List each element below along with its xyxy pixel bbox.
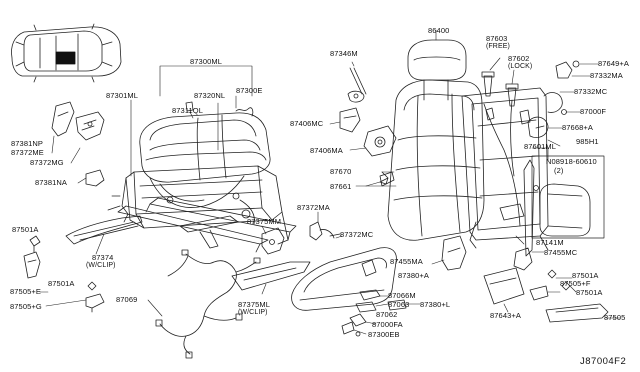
side-cover-drawing <box>65 215 143 255</box>
rod-87346m-drawing <box>347 61 367 103</box>
seat-cushion-drawing <box>107 101 297 253</box>
small-parts-87661-drawing <box>365 171 395 187</box>
cushion-leader-lines <box>130 65 253 177</box>
label-87300e: 87300E <box>236 86 263 95</box>
label-87372mg: 87372MG <box>30 158 64 167</box>
label-87501a-left-mid: 87501A <box>48 279 75 288</box>
label-87372mc: 87372MC <box>340 230 374 239</box>
label-87505g: 87505+G <box>10 302 42 311</box>
headrest-drawing <box>407 29 467 101</box>
label-87300eb: 87300EB <box>368 330 400 339</box>
label-87375ml-note: (W/CLIP) <box>238 309 268 316</box>
label-87501a-right-top: 87501A <box>572 271 599 280</box>
label-87602-note: (LOCK) <box>508 63 533 70</box>
seatback-cushion-drawing <box>355 79 485 241</box>
wire-harness-drawing <box>147 249 261 359</box>
label-87301ml: 87301ML <box>106 91 138 100</box>
label-87601ml: 87601ML <box>524 142 556 151</box>
label-87380a: 87380+A <box>398 271 429 280</box>
label-87320nl: 87320NL <box>194 91 226 100</box>
left-fasteners-drawing <box>23 235 105 313</box>
label-87372ma: 87372MA <box>297 203 330 212</box>
label-87505e: 87505+E <box>10 287 41 296</box>
label-87670: 87670 <box>330 167 352 176</box>
label-87643a: 87643+A <box>490 311 521 320</box>
label-87505: 87505 <box>604 313 626 322</box>
label-87346m: 87346M <box>330 49 358 58</box>
cover-87375ml-drawing <box>231 261 311 295</box>
label-87066m: 87066M <box>388 291 416 300</box>
label-87649a: 87649+A <box>598 59 629 68</box>
label-87000fa: 87000FA <box>372 320 403 329</box>
label-87332mc: 87332MC <box>574 87 608 96</box>
switch-knobs-drawing <box>341 289 421 337</box>
car-locator-icon <box>11 23 122 83</box>
label-87505f: 87505+F <box>560 279 591 288</box>
label-87062: 87062 <box>376 310 398 319</box>
label-87374-note: (W/CLIP) <box>86 262 116 269</box>
label-87381np: 87381NP <box>11 139 43 148</box>
clip-87372-drawing <box>309 211 343 241</box>
bracket-87375mm-drawing <box>261 225 285 255</box>
label-87374: 87374 <box>92 253 114 262</box>
seatback-side-parts-drawing <box>527 60 599 138</box>
label-08918-60610: N08918-60610 <box>546 157 597 166</box>
label-87332ma: 87332MA <box>590 71 623 80</box>
label-87501a-left-top: 87501A <box>12 225 39 234</box>
label-87372me: 87372ME <box>11 148 44 157</box>
right-fasteners-drawing <box>529 269 621 323</box>
label-87069: 87069 <box>116 295 138 304</box>
label-985h1: 985H1 <box>576 137 599 146</box>
label-87455ma: 87455MA <box>390 257 423 266</box>
label-87406ma: 87406MA <box>310 146 343 155</box>
pad-87643a-drawing <box>483 267 525 313</box>
label-87375mm: 87375MM <box>247 217 282 226</box>
side-panel-drawing <box>523 147 605 257</box>
label-87311ql: 87311QL <box>172 106 204 115</box>
left-trim-parts-drawing <box>51 101 105 187</box>
headrest-guides-drawing <box>481 57 519 107</box>
label-87603: 87603 <box>486 34 508 43</box>
side-shield-drawing <box>291 247 397 311</box>
label-87381na: 87381NA <box>35 178 67 187</box>
lower-covers-drawing <box>431 235 545 271</box>
label-87300ml: 87300ML <box>190 57 222 66</box>
label-87603-note: (FREE) <box>486 43 510 50</box>
label-87406mc: 87406MC <box>290 119 324 128</box>
seatback-frame-drawing <box>461 87 561 251</box>
recliner-87406ma-drawing <box>349 125 397 157</box>
label-87501a-right-bottom: 87501A <box>576 288 603 297</box>
label-87000f: 87000F <box>580 107 607 116</box>
label-87141m: 87141M <box>536 238 564 247</box>
label-87602: 87602 <box>508 54 530 63</box>
bracket-87406mc-drawing <box>329 107 361 133</box>
label-87668a: 87668+A <box>562 123 593 132</box>
label-08918-qty: (2) <box>554 166 564 175</box>
label-87375ml: 87375ML <box>238 300 270 309</box>
diagram-code: J87004F2 <box>580 356 627 367</box>
label-87455mc: 87455MC <box>544 248 578 257</box>
label-87380l: 87380+L <box>420 300 451 309</box>
label-87063: 87063 <box>388 300 410 309</box>
label-87661: 87661 <box>330 182 352 191</box>
label-86400: 86400 <box>428 26 450 35</box>
